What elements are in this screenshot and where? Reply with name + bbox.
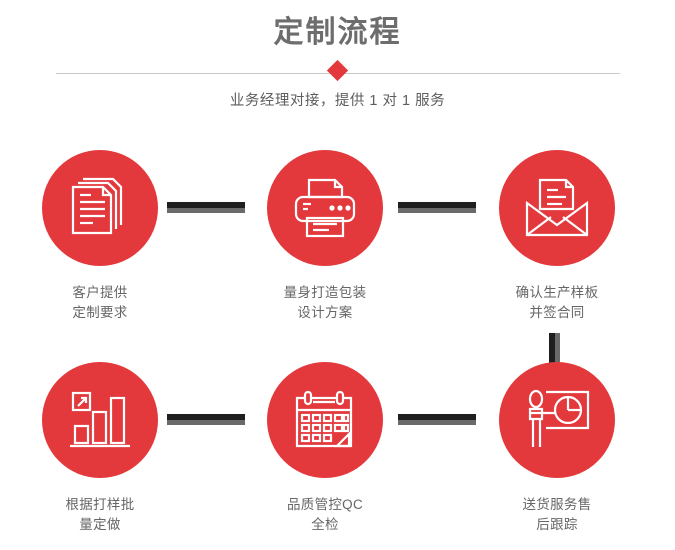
flow-step-1-circle [42, 150, 158, 266]
flow-step-6-label: 送货服务售 后跟踪 [522, 497, 592, 532]
page-subtitle: 业务经理对接，提供 1 对 1 服务 [229, 93, 446, 109]
connector-bar-gray [167, 208, 245, 213]
connector-bar-gray [167, 420, 245, 425]
flow-step-1[interactable]: 客户提供 定制要求 [10, 150, 190, 323]
connector-step3-step6 [549, 333, 560, 366]
flow-step-5[interactable]: 品质管控QC 全检 [235, 362, 415, 535]
flow-step-3-label: 确认生产样板 并签合同 [515, 285, 599, 320]
connector-bar-dark [398, 202, 476, 208]
flow-step-2[interactable]: 量身打造包装 设计方案 [235, 150, 415, 323]
flow-step-6-circle [499, 362, 615, 478]
connector-bar-gray [398, 208, 476, 213]
connector-bar-gray [398, 420, 476, 425]
flow-step-4-label: 根据打样批 量定做 [65, 497, 135, 532]
connector-row1-step1-step2 [167, 202, 245, 213]
connector-bar-dark [167, 202, 245, 208]
flow-step-5-circle [267, 362, 383, 478]
flow-step-2-circle [267, 150, 383, 266]
flow-step-6[interactable]: 送货服务售 后跟踪 [467, 362, 647, 535]
connector-bar-dark [398, 414, 476, 420]
page-header: 定制流程 业务经理对接，提供 1 对 1 服务 [0, 0, 675, 130]
connector-bar-gray [555, 333, 560, 366]
flow-step-3-circle [499, 150, 615, 266]
page-title: 定制流程 [273, 16, 402, 49]
flow-step-4-circle [42, 362, 158, 478]
connector-bar-dark [549, 333, 555, 366]
connector-bar-dark [167, 414, 245, 420]
flow-step-4[interactable]: 根据打样批 量定做 [10, 362, 190, 535]
flow-step-1-label: 客户提供 定制要求 [72, 285, 128, 320]
connector-row1-step2-step3 [398, 202, 476, 213]
flow-step-5-label: 品质管控QC 全检 [286, 497, 364, 532]
connector-row2-step4-step5 [167, 414, 245, 425]
flow-step-2-label: 量身打造包装 设计方案 [283, 285, 367, 320]
process-flow-diagram: 客户提供 定制要求 量身打造包装 设计方案 [0, 130, 675, 550]
connector-row2-step5-step6 [398, 414, 476, 425]
flow-step-3[interactable]: 确认生产样板 并签合同 [467, 150, 647, 323]
red-diamond-icon [326, 59, 349, 82]
